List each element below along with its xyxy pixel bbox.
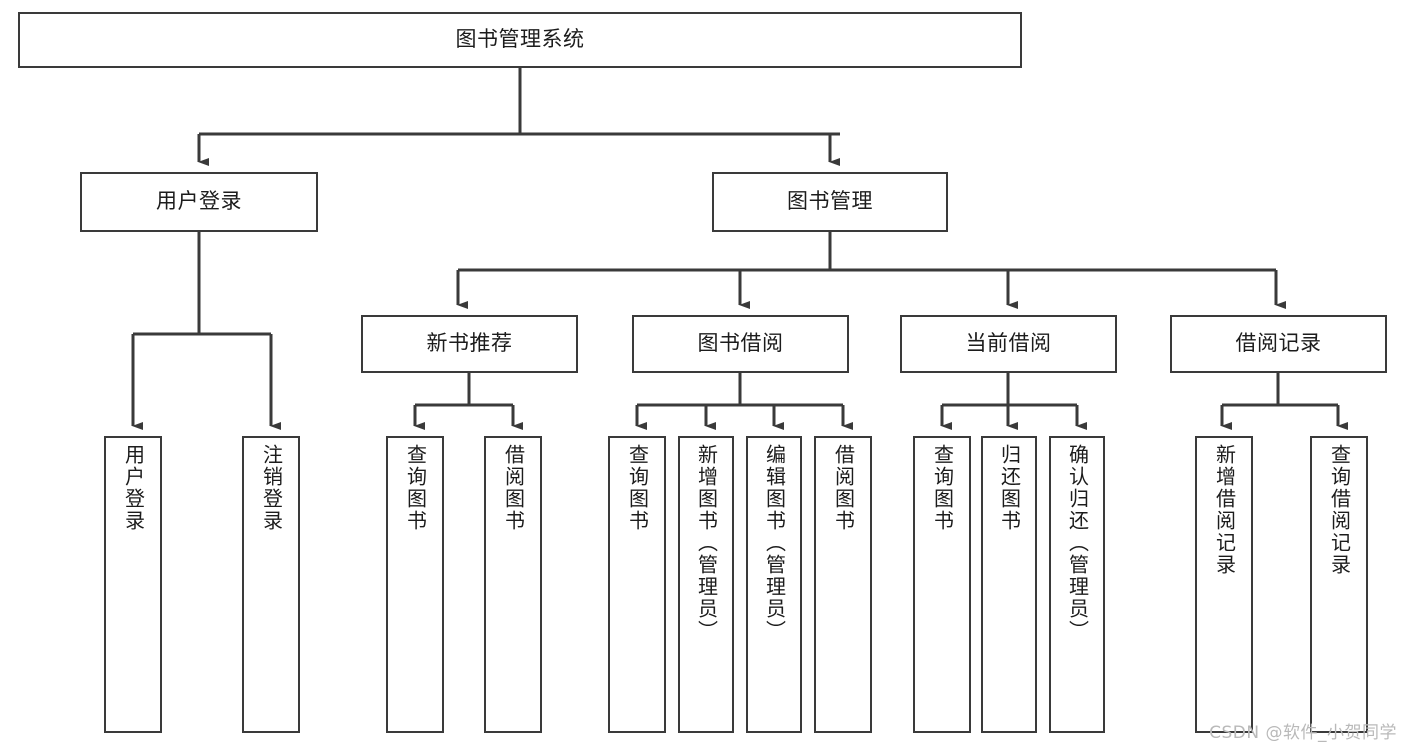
node-book-management[interactable]: 图书管理 (712, 172, 948, 232)
node-label: 图书管理 (787, 189, 873, 214)
node-book-borrow[interactable]: 图书借阅 (632, 315, 849, 373)
node-label: 注销登录 (259, 444, 284, 532)
node-label: 查询借阅记录 (1327, 444, 1352, 576)
node-new-book-recommend[interactable]: 新书推荐 (361, 315, 578, 373)
node-borrow-record[interactable]: 借阅记录 (1170, 315, 1387, 373)
leaf-current-return-book[interactable]: 归还图书 (981, 436, 1037, 733)
csdn-watermark: CSDN @软件_小贺同学 (1209, 723, 1397, 743)
node-label: 用户登录 (121, 444, 146, 532)
node-label: 归还图书 (997, 444, 1022, 532)
leaf-user-login-signout[interactable]: 注销登录 (242, 436, 300, 733)
node-label: 用户登录 (156, 189, 242, 214)
node-label: 借阅图书 (501, 444, 526, 532)
leaf-record-add-borrow-record[interactable]: 新增借阅记录 (1195, 436, 1253, 733)
leaf-recommend-query-book[interactable]: 查询图书 (386, 436, 444, 733)
node-label: 查询图书 (403, 444, 428, 532)
node-root-system[interactable]: 图书管理系统 (18, 12, 1022, 68)
node-label: 新增借阅记录 (1212, 444, 1237, 576)
leaf-record-query-borrow-record[interactable]: 查询借阅记录 (1310, 436, 1368, 733)
node-label: 图书管理系统 (455, 27, 585, 52)
node-label: 借阅记录 (1235, 331, 1322, 356)
leaf-borrow-edit-book-admin[interactable]: 编辑图书（管理员） (746, 436, 802, 733)
leaf-recommend-borrow-book[interactable]: 借阅图书 (484, 436, 542, 733)
node-label: 新增图书（管理员） (694, 444, 719, 642)
node-label: 新书推荐 (426, 331, 513, 356)
node-label: 查询图书 (625, 444, 650, 532)
node-current-borrow[interactable]: 当前借阅 (900, 315, 1117, 373)
node-label: 确认归还（管理员） (1065, 444, 1090, 642)
leaf-borrow-query-book[interactable]: 查询图书 (608, 436, 666, 733)
node-label: 编辑图书（管理员） (762, 444, 787, 642)
leaf-borrow-borrow-book[interactable]: 借阅图书 (814, 436, 872, 733)
node-user-login[interactable]: 用户登录 (80, 172, 318, 232)
leaf-current-confirm-return-admin[interactable]: 确认归还（管理员） (1049, 436, 1105, 733)
node-label: 查询图书 (930, 444, 955, 532)
node-label: 当前借阅 (965, 331, 1052, 356)
leaf-borrow-add-book-admin[interactable]: 新增图书（管理员） (678, 436, 734, 733)
node-label: 图书借阅 (697, 331, 784, 356)
node-label: 借阅图书 (831, 444, 856, 532)
leaf-current-query-book[interactable]: 查询图书 (913, 436, 971, 733)
leaf-user-login-signin[interactable]: 用户登录 (104, 436, 162, 733)
